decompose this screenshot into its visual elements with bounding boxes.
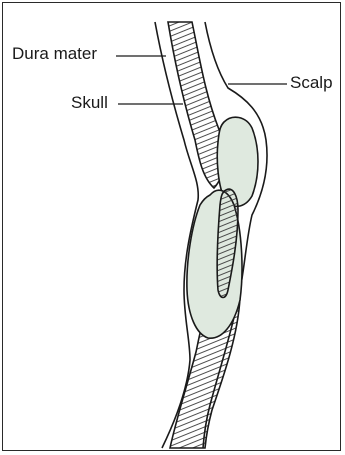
skull-label: Skull bbox=[71, 94, 108, 111]
scalp-label: Scalp bbox=[290, 74, 333, 91]
skull-bone-upper bbox=[168, 22, 225, 188]
dura-mater-label: Dura mater bbox=[12, 45, 97, 62]
